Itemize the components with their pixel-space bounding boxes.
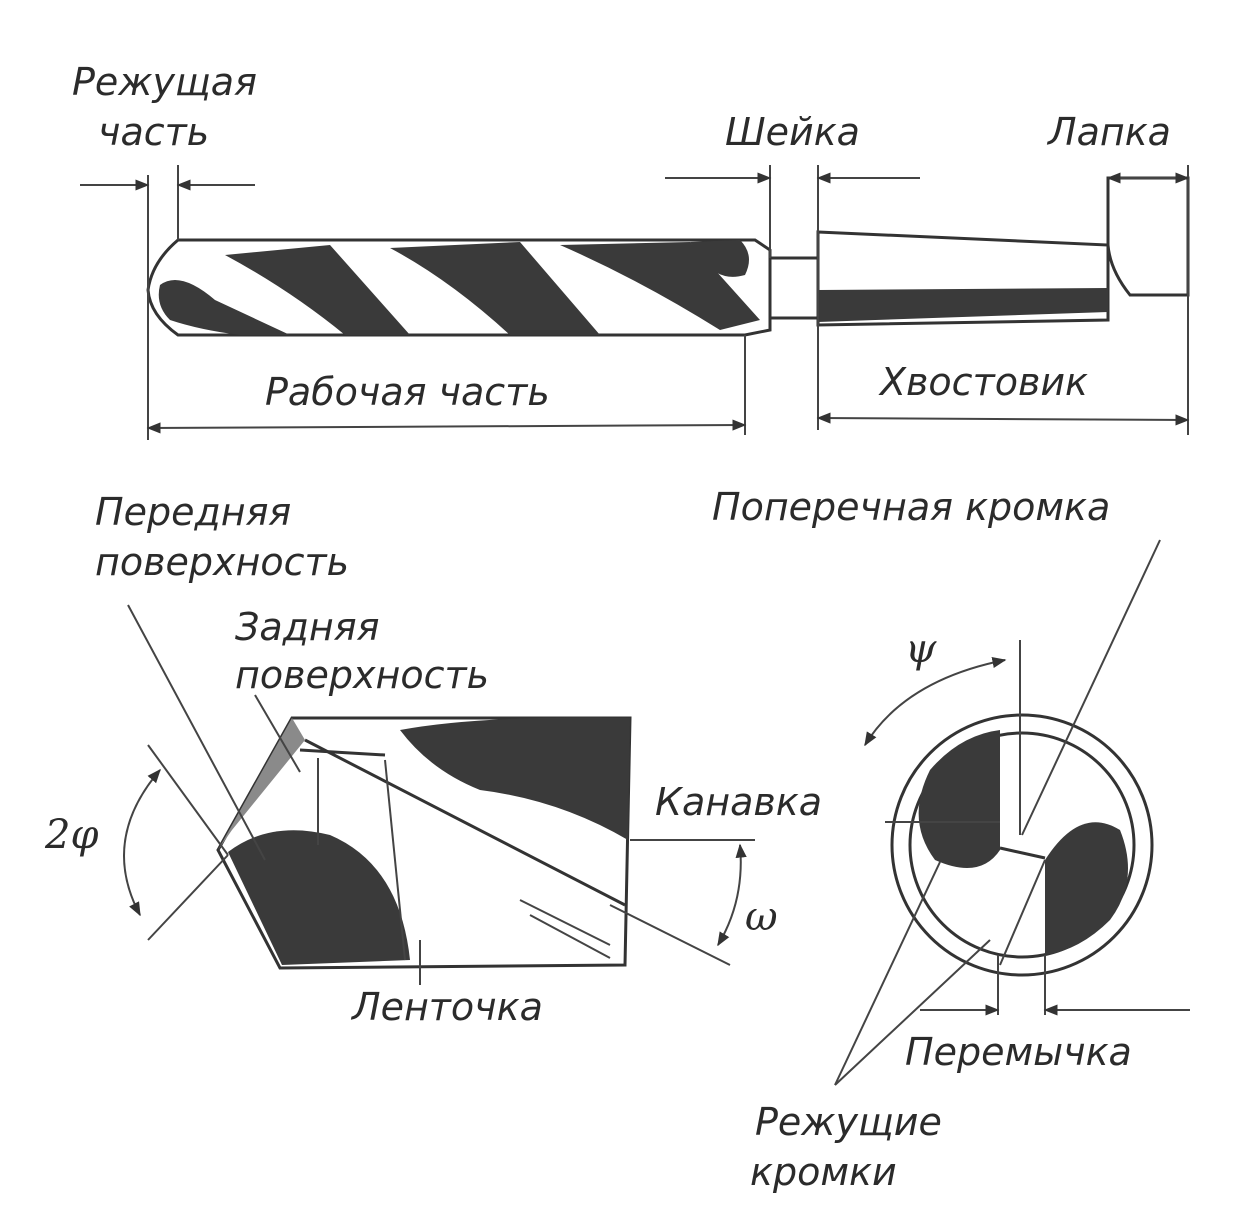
rake-face-label-1: Передняя [95, 490, 291, 534]
tang [1106, 176, 1190, 297]
shank-label: Хвостовик [878, 360, 1088, 404]
end-view-inner-circle [908, 731, 1136, 959]
flute-1 [158, 280, 290, 335]
drill-side-view [146, 176, 1190, 337]
point-angle-symbol: 2φ [44, 812, 98, 858]
end-view-flute-right [1045, 822, 1128, 955]
drill-tip-view [216, 716, 632, 970]
chisel-edge-label: Поперечная кромка [712, 485, 1110, 529]
chisel-angle-symbol: ψ [905, 626, 937, 672]
end-view-flute-left [918, 730, 1000, 868]
web-label: Перемычка [905, 1030, 1132, 1074]
neck-label: Шейка [725, 110, 860, 154]
tip-flute-lower [228, 830, 410, 965]
rake-face-label-2: поверхность [95, 540, 349, 584]
tip-rake-face [218, 718, 305, 850]
drill-body-outline [146, 238, 772, 337]
cutting-part-label-1: Режущая [72, 60, 257, 104]
neck [768, 256, 820, 320]
flute-3 [390, 242, 600, 335]
shank-shade [818, 288, 1108, 322]
tip-flute-upper [400, 717, 630, 840]
flank-face-label-2: поверхность [235, 653, 489, 697]
cutting-part-label-2: часть [98, 110, 209, 154]
helix-angle-symbol: ω [745, 894, 778, 940]
tip-leaders [123, 604, 755, 985]
flute-2 [225, 245, 410, 335]
flank-face-label-1: Задняя [235, 605, 380, 649]
flute-4 [560, 242, 760, 330]
top-dimensions [80, 165, 1190, 440]
tang-label: Лапка [1046, 110, 1171, 154]
end-view-outer-circle [890, 713, 1154, 977]
margin-label: Ленточка [350, 985, 543, 1029]
end-view-leaders [834, 656, 1190, 1086]
drill-end-view [885, 539, 1161, 977]
cutting-edges-label-1: Режущие [755, 1100, 942, 1144]
cutting-edges-label-2: кромки [750, 1150, 897, 1194]
groove-label: Канавка [655, 780, 822, 824]
flute-end [690, 240, 749, 277]
working-part-label: Рабочая часть [265, 370, 550, 414]
